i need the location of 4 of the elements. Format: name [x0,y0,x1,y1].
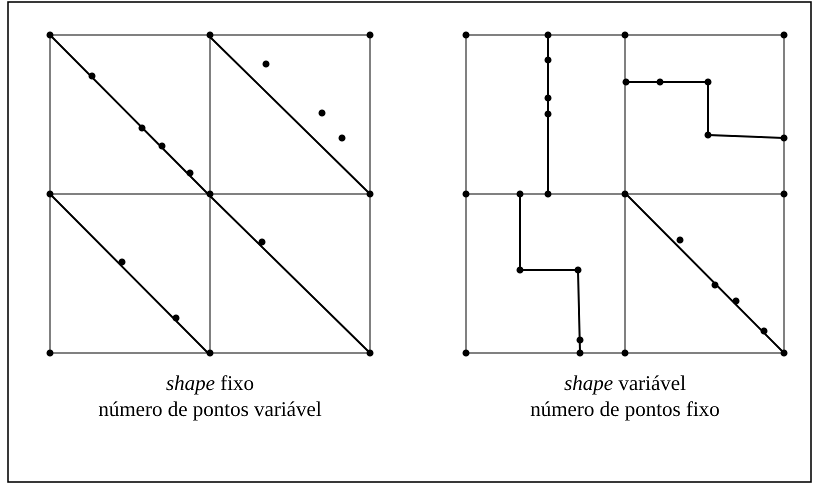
caption-text: shape fixo [166,371,254,395]
caption-text: número de pontos fixo [530,397,720,421]
caption-text: número de pontos variável [98,397,322,421]
caption-text: shape variável [564,371,686,395]
